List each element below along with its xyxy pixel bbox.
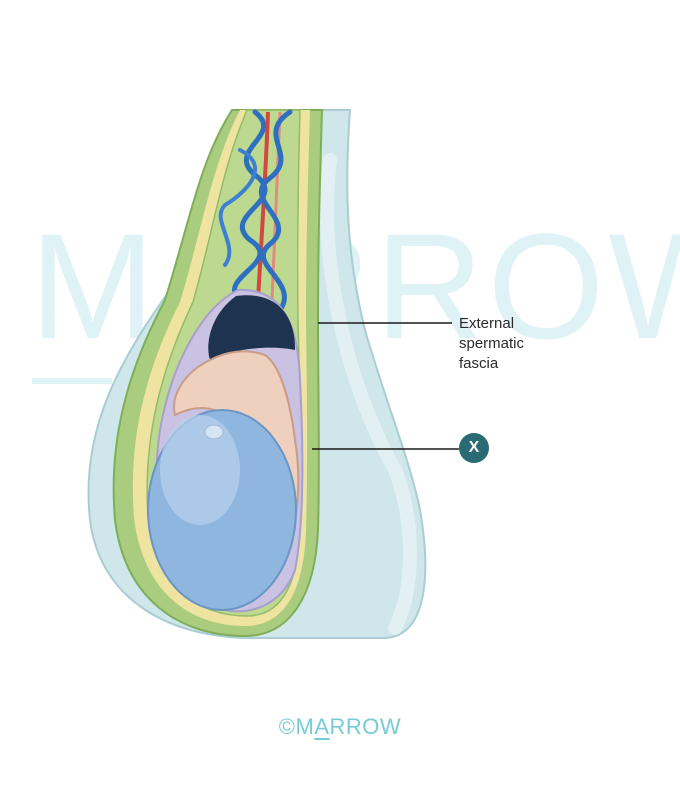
pampiniform-plexus-a <box>232 109 268 303</box>
tunica-cavity <box>208 295 296 360</box>
copyright-brand-first: M <box>295 714 315 739</box>
testis-highlight <box>160 415 240 525</box>
pampiniform-plexus-b <box>259 109 293 313</box>
appendix-testis <box>204 424 224 440</box>
marker-x-badge: X <box>459 433 489 463</box>
copyright-footer: ©MARROW <box>0 714 680 740</box>
pampiniform-plexus-c <box>218 148 257 267</box>
spermatic-cord <box>218 109 293 313</box>
copyright-brand-rest: RROW <box>329 714 402 739</box>
copyright-symbol: © <box>278 714 296 739</box>
copyright-brand-underlined: A <box>314 714 330 739</box>
outer-sac-highlight <box>320 153 417 635</box>
watermark-underline <box>32 378 112 384</box>
label-external-spermatic-fascia: External spermatic fascia <box>459 315 525 372</box>
